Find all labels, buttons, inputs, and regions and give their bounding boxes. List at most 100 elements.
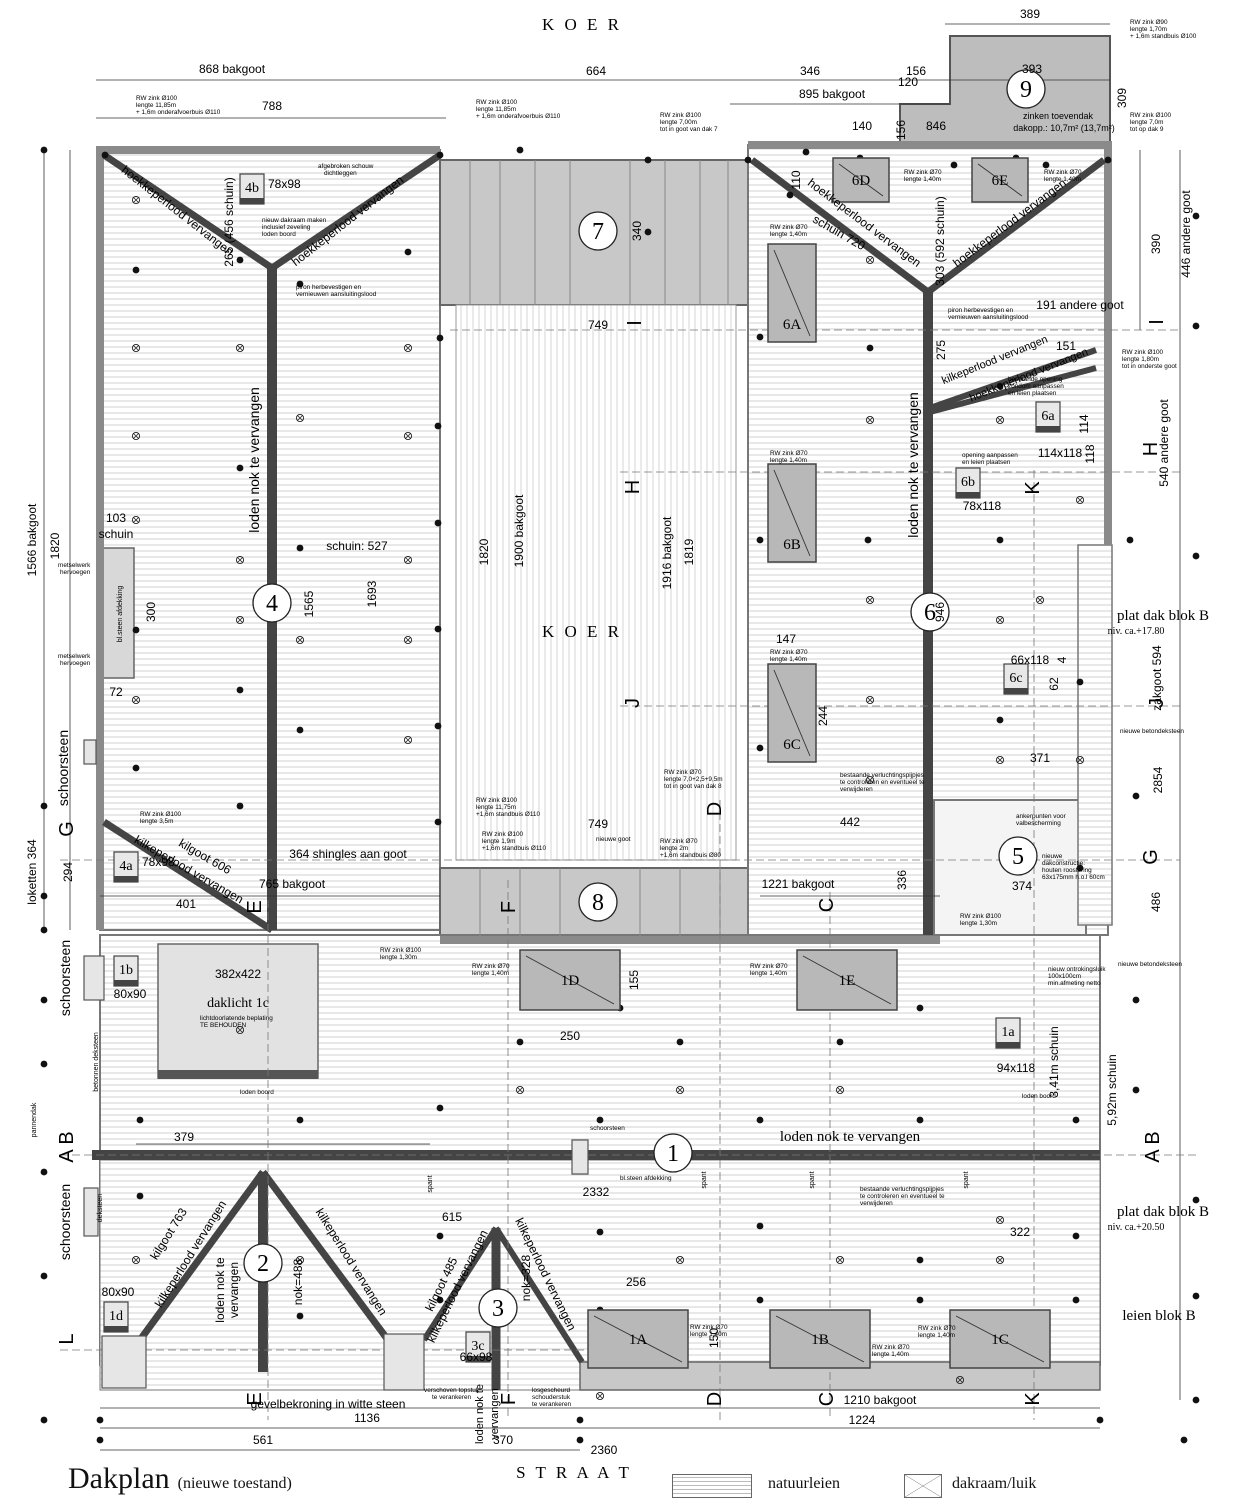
note-text: verwijderen — [860, 1200, 893, 1207]
roof-window-6a: 6a114x118 — [1035, 401, 1061, 433]
annotation-text: 846 — [926, 119, 946, 133]
annotation-text: 72 — [109, 685, 123, 699]
marker-dot — [1072, 1232, 1080, 1240]
marker-dot — [786, 191, 794, 199]
annotation-text: nok=328 — [519, 1254, 533, 1301]
marker-dot — [676, 1038, 684, 1046]
marker-dot — [576, 1436, 584, 1444]
note-text: RW zink Ø100 — [140, 811, 182, 818]
annotation-text: 2332 — [583, 1185, 610, 1199]
annotation-text: gevelbekroning in witte steen — [251, 1397, 406, 1411]
note-text: RW zink Ø100 — [660, 112, 702, 119]
annotation-text: loden nok te — [474, 1384, 486, 1444]
marker-dot — [136, 1192, 144, 1200]
note-text: RW zink Ø100 — [960, 913, 1002, 920]
vent-symbol — [515, 1085, 525, 1095]
annotation-text: 486 — [1149, 892, 1163, 912]
zone-marker-1: 1 — [653, 1133, 693, 1173]
note-text: lengte 1,40m — [750, 970, 787, 977]
annotation-text: 5,92m schuin — [1105, 1054, 1119, 1125]
note-text: te verankeren — [532, 1401, 572, 1408]
annotation-text: 309 — [1115, 88, 1129, 108]
annotation-text: 390 — [1149, 234, 1163, 254]
annotation-text: 103 — [106, 511, 126, 525]
zone-number: 1 — [667, 1141, 679, 1167]
roof-window-1b: 1b80x90 — [113, 955, 139, 987]
section-mark: G — [56, 821, 78, 837]
zone-marker-4: 4 — [252, 583, 292, 623]
annotation-text: 1210 bakgoot — [844, 1393, 917, 1407]
drawing-title: Dakplan(nieuwe toestand) — [68, 1462, 292, 1496]
roof-window-6b: 6B — [767, 463, 817, 563]
chimney-left-top — [83, 739, 97, 765]
vent-symbol — [235, 555, 245, 565]
annotation-text: leien blok B — [1122, 1308, 1195, 1324]
marker-dot — [236, 686, 244, 694]
zone-marker-9: 9 — [1006, 69, 1046, 109]
annotation-text: schoorsteen — [55, 730, 71, 806]
roof-window-label: 6C — [783, 737, 801, 753]
note-text: hervoegen — [60, 569, 91, 576]
annotation-text: 1224 — [849, 1413, 876, 1427]
annotation-text: nok=488 — [291, 1258, 305, 1305]
marker-dot — [434, 625, 442, 633]
annotation-text: 2360 — [591, 1443, 618, 1457]
note-text: lengte 1,70m — [1130, 26, 1167, 33]
vent-symbol — [295, 413, 305, 423]
note-text: RW zink Ø100 — [476, 797, 518, 804]
zone-number: 6 — [924, 600, 936, 626]
roof-window-1a: 1A — [587, 1309, 689, 1369]
marker-dot — [404, 248, 412, 256]
annotation-text: 346 — [800, 64, 820, 78]
note-text: min.afmeting netto — [1048, 980, 1101, 987]
note-text: lengte 1,40m — [1044, 176, 1081, 183]
marker-dot — [866, 344, 874, 352]
note-text: nieuwe — [1042, 853, 1063, 860]
note-text: RW zink Ø100 — [1130, 112, 1172, 119]
annotation-text: 62 — [1047, 677, 1061, 691]
marker-dot — [756, 333, 764, 341]
annotation-text: 1693 — [365, 580, 379, 607]
chimney-left-bottom — [83, 1187, 99, 1237]
roof-window-label: 6c — [1009, 671, 1022, 686]
chimney-gable-mid — [383, 1333, 425, 1391]
zone-number: 8 — [592, 890, 604, 916]
annotation-text: 446 andere goot — [1179, 190, 1193, 278]
annotation-text: 80x90 — [114, 987, 147, 1001]
note-text: metselwerk — [58, 653, 91, 660]
vent-symbol — [865, 255, 875, 265]
annotation-text: 1221 bakgoot — [762, 877, 835, 891]
note-text: + 1,6m onderafvoerbuis Ø110 — [136, 109, 221, 116]
vent-symbol — [675, 1085, 685, 1095]
annotation-text: 2854 — [1151, 766, 1165, 793]
marker-dot — [516, 1038, 524, 1046]
note-text: RW zink Ø70 — [750, 963, 788, 970]
note-text: opening aanpassen — [962, 452, 1018, 459]
marker-dot — [744, 156, 752, 164]
vent-symbol — [403, 635, 413, 645]
annotation-text: plat dak blok B — [1117, 608, 1209, 624]
annotation-text: 393 — [1022, 62, 1042, 76]
annotation-text: 1820 — [477, 538, 491, 565]
note-text: valbescherming — [1016, 820, 1061, 827]
note-text: verschoven topstuk — [424, 1387, 480, 1394]
annotation-text: 664 — [586, 64, 606, 78]
marker-dot — [296, 726, 304, 734]
marker-dot — [40, 146, 48, 154]
annotation-text: schuin: 527 — [326, 539, 388, 553]
section-mark: C — [816, 1392, 838, 1406]
note-text: dakconstructie: — [1042, 860, 1085, 867]
section-mark: C — [816, 898, 838, 912]
annotation-text: 244 — [816, 706, 830, 726]
note-text: nieuwe betondeksteen — [1118, 961, 1182, 968]
annotation-text: vervangen — [227, 1262, 241, 1318]
roof-window-label: 6a — [1041, 409, 1055, 424]
note-text: lengte 1,80m — [1122, 356, 1159, 363]
note-text: lengte 11,75m — [476, 804, 516, 811]
marker-dot — [436, 1296, 444, 1304]
title-sub: (nieuwe toestand) — [177, 1475, 292, 1492]
marker-dot — [236, 464, 244, 472]
annotation-text: 1819 — [682, 538, 696, 565]
annotation-text: 1565 — [302, 590, 316, 617]
